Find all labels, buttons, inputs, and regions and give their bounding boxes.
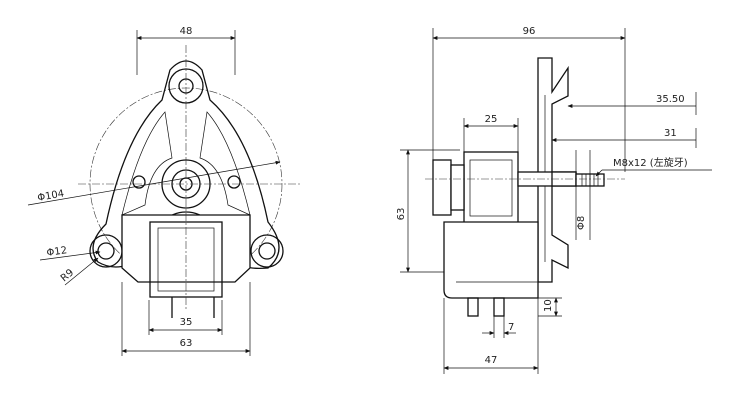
dim-shaft-dia: Φ8 [576, 216, 587, 230]
terminal-right [493, 297, 505, 317]
dim-term-height: 10 [543, 299, 554, 312]
dim-base-width: 47 [485, 355, 498, 366]
side-view: 96 35.50 25 31 M8x12 (左旋牙) 63 Φ8 10 [396, 26, 712, 374]
bracket-cutout-right [199, 111, 251, 216]
left-lug-hole [97, 242, 115, 260]
right-lug-ring [250, 234, 284, 268]
mount-plate [537, 57, 569, 283]
dim-term-spacing: 7 [508, 322, 514, 333]
dim-dia-outer: Φ104 [37, 188, 65, 204]
dim-dia-hole: Φ12 [46, 245, 68, 259]
dim-shaft-a: 35.50 [656, 94, 685, 105]
dim-radius: R9 [59, 267, 76, 284]
terminal-left [467, 297, 479, 317]
dim-width-inner: 35 [180, 317, 193, 328]
dim-shaft-b: 31 [664, 128, 677, 139]
dim-height: 63 [396, 208, 407, 221]
screw-left [132, 175, 146, 189]
dim-overall-length: 96 [523, 26, 536, 37]
dim-thread: M8x12 (左旋牙) [613, 156, 688, 169]
front-view: 48 Φ104 Φ12 R9 35 63 [27, 26, 300, 356]
dim-width-bottom: 63 [180, 338, 193, 349]
bracket-cutout-left [121, 111, 173, 216]
coil-side [463, 151, 519, 225]
dim-coil-width: 25 [485, 114, 498, 125]
dim-width-top: 48 [180, 26, 193, 37]
rotor-cap [432, 159, 452, 216]
right-lug-hole [258, 242, 276, 260]
screw-right [227, 175, 241, 189]
housing [443, 221, 539, 299]
